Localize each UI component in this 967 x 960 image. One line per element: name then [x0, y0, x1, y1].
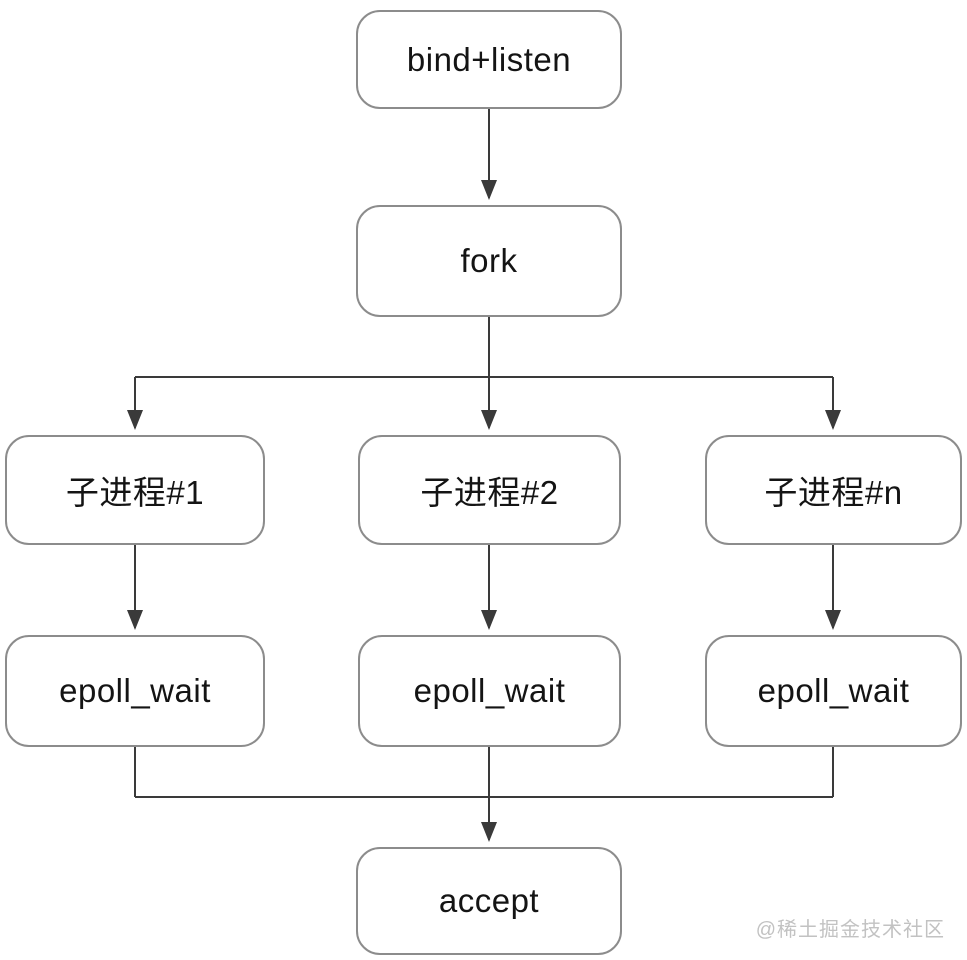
node-epoll-wait-1: epoll_wait	[5, 635, 265, 747]
node-epoll-wait-n: epoll_wait	[705, 635, 962, 747]
watermark: @稀土掘金技术社区	[755, 919, 945, 941]
node-accept: accept	[356, 847, 622, 955]
node-child-process-n: 子进程#n	[705, 435, 962, 545]
node-epoll-wait-2: epoll_wait	[358, 635, 621, 747]
node-fork: fork	[356, 205, 622, 317]
node-child-process-1: 子进程#1	[5, 435, 265, 545]
node-bind-listen: bind+listen	[356, 10, 622, 109]
node-child-process-2: 子进程#2	[358, 435, 621, 545]
